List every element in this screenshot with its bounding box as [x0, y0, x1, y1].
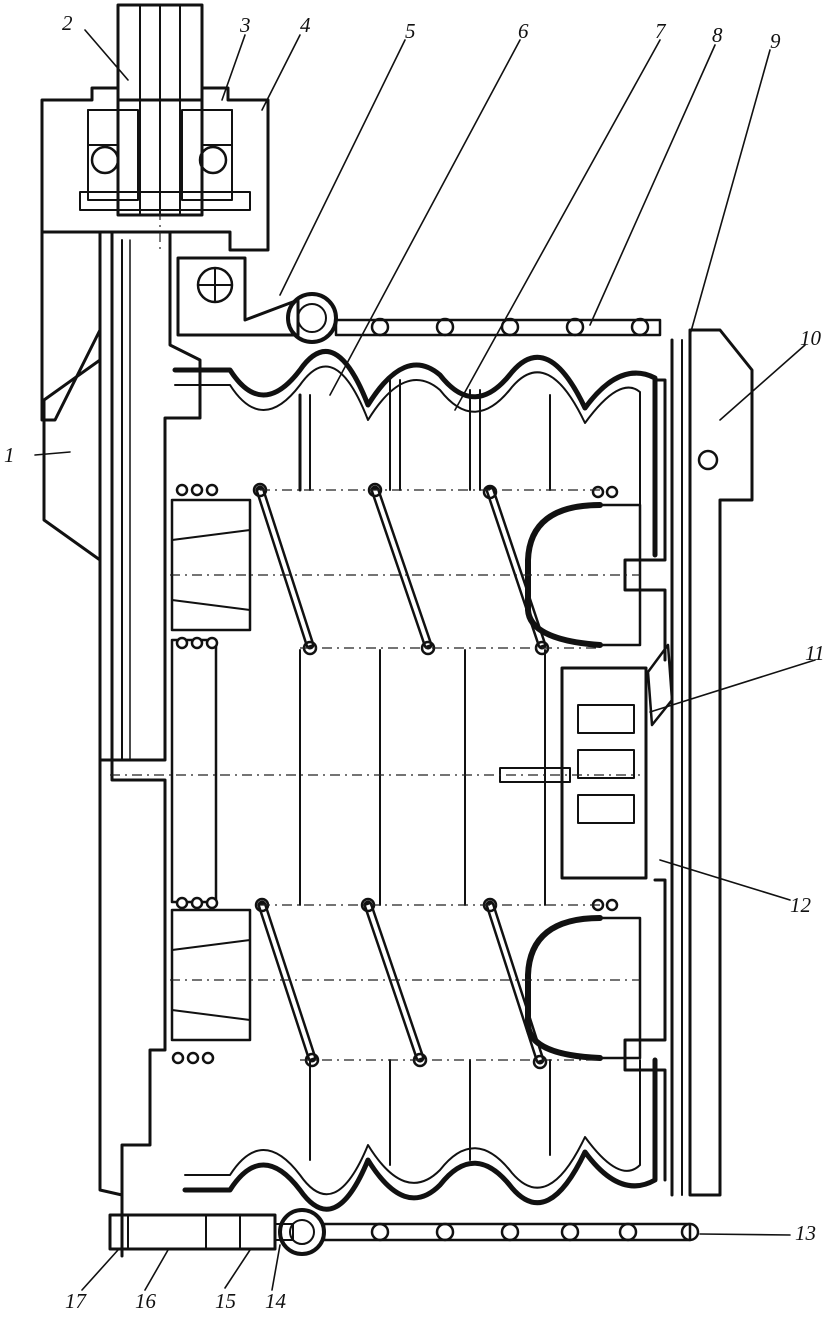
cover-pin: [697, 449, 719, 471]
callout-10: 10: [800, 326, 822, 350]
callout-4: 4: [300, 13, 311, 37]
leader-lines: [34, 29, 816, 1291]
callout-3: 3: [239, 13, 251, 37]
callout-17: 17: [65, 1289, 88, 1313]
guide-rods: [298, 379, 551, 1166]
callout-12: 12: [790, 893, 812, 917]
bearing-ball-left: [90, 145, 120, 175]
bellows-lower: [182, 1057, 658, 1212]
callout-7: 7: [655, 19, 667, 43]
bearing-housing: [40, 86, 270, 252]
left-clutch-plate: [170, 638, 218, 904]
left-cone-lower: [170, 908, 252, 1042]
callout-11: 11: [805, 641, 824, 665]
upper-lug: [176, 256, 300, 337]
bearing-ball-right: [198, 145, 228, 175]
callout-2: 2: [62, 11, 73, 35]
springs-upper: [252, 482, 550, 656]
springs-lower: [254, 897, 548, 1070]
callout-13: 13: [795, 1221, 816, 1245]
callout-14: 14: [265, 1289, 287, 1313]
bellows-upper: [172, 349, 658, 558]
center-axes: [110, 210, 640, 1061]
main-housing: [40, 230, 202, 1197]
bottom-screw-assembly: [108, 1188, 294, 1258]
callout-16: 16: [135, 1289, 157, 1313]
callout-6: 6: [518, 19, 529, 43]
left-cone-upper: [170, 498, 252, 632]
callout-15: 15: [215, 1289, 236, 1313]
callout-8: 8: [712, 23, 723, 47]
inner-right-wall: [623, 378, 667, 1182]
callout-9: 9: [770, 29, 781, 53]
callout-labels: 1 2 3 4 5 6 7 8 9 10 11 12 13 14 15 16 1…: [4, 11, 824, 1313]
callout-1: 1: [4, 443, 15, 467]
right-cup-lower: [525, 915, 642, 1061]
upper-chain: [286, 292, 662, 344]
coil-clusters: [171, 483, 619, 1065]
lower-chain: [278, 1208, 700, 1256]
center-assembly: [499, 643, 674, 880]
callout-5: 5: [405, 19, 416, 43]
right-cover: [670, 328, 754, 1197]
